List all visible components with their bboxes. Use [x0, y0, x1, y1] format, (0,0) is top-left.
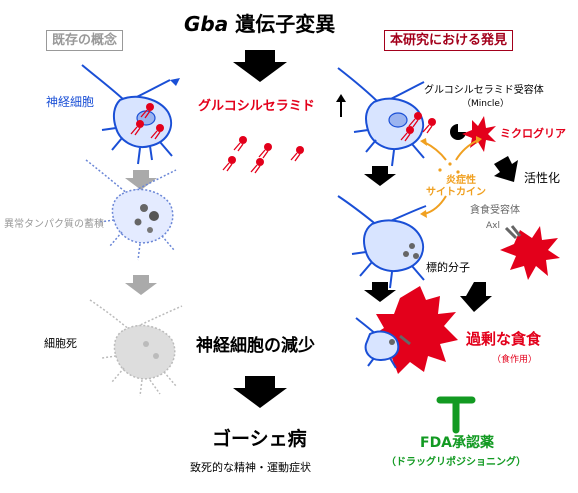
cytokine-arrows: [420, 136, 482, 218]
label-symptoms: 致死的な精神・運動症状: [190, 461, 311, 474]
arrow-right-1: [364, 166, 396, 186]
neuron-protein-accumulation: [85, 159, 177, 261]
right-header: 本研究における発見: [384, 30, 514, 51]
microglia-small-icon: [462, 116, 496, 152]
title-gene: Gba: [184, 12, 229, 36]
label-drug: FDA承認薬: [420, 435, 495, 451]
mincle-receptor-icon: [450, 124, 466, 140]
increase-arrow: [336, 94, 346, 117]
title: Gba 遺伝子変異: [184, 14, 335, 34]
label-cytokine-2: サイトカイン: [426, 187, 486, 198]
label-cell-death: 細胞死: [44, 337, 77, 350]
arrow-neuron-decrease-down: [233, 376, 287, 408]
label-glucosylceramide: グルコシルセラミド: [198, 99, 315, 114]
inhibitor-t-icon: [436, 396, 476, 434]
neuron-right-mid: [337, 195, 427, 289]
label-gaucher: ゴーシェ病: [212, 428, 307, 450]
label-drug-sub: （ドラッグリポジショニング）: [386, 457, 526, 468]
neuron-right-top: [337, 67, 425, 167]
arrow-title-down: [233, 50, 287, 82]
label-receptor-2: （Mincle）: [462, 99, 509, 109]
title-rest: 遺伝子変異: [228, 12, 336, 36]
label-abnormal-protein: 異常タンパク質の蓄積: [4, 219, 104, 230]
label-microglia: ミクログリア: [500, 127, 566, 140]
left-header: 既存の概念: [46, 30, 124, 51]
label-target: 標的分子: [426, 261, 470, 274]
arrow-gray-1: [125, 170, 157, 190]
label-receptor-1: グルコシルセラミド受容体: [424, 85, 544, 96]
microglia-activated: [500, 225, 560, 280]
label-phagocytosis-sub: （食作用）: [492, 355, 538, 365]
arrow-right-2: [364, 282, 396, 302]
label-neuron: 神経細胞: [46, 95, 95, 109]
label-phagocytosis: 過剰な貪食: [466, 330, 542, 348]
neuron-dead: [89, 299, 183, 397]
arrow-microglia-engulf: [460, 282, 492, 312]
label-activation: 活性化: [524, 171, 561, 185]
arrow-microglia-activation: [494, 156, 518, 182]
free-ceramides: [222, 135, 305, 174]
target-molecule-icon: [403, 243, 419, 259]
microglia-engulfing-neuron: [355, 286, 458, 374]
neuron-healthy-left: [81, 64, 180, 165]
arrow-gray-2: [125, 275, 157, 295]
label-cytokine-1: 炎症性: [446, 175, 476, 186]
label-axl: Axl: [486, 221, 500, 231]
label-phago-receptor: 貪食受容体: [470, 205, 520, 216]
label-neuron-decrease: 神経細胞の減少: [196, 336, 315, 356]
